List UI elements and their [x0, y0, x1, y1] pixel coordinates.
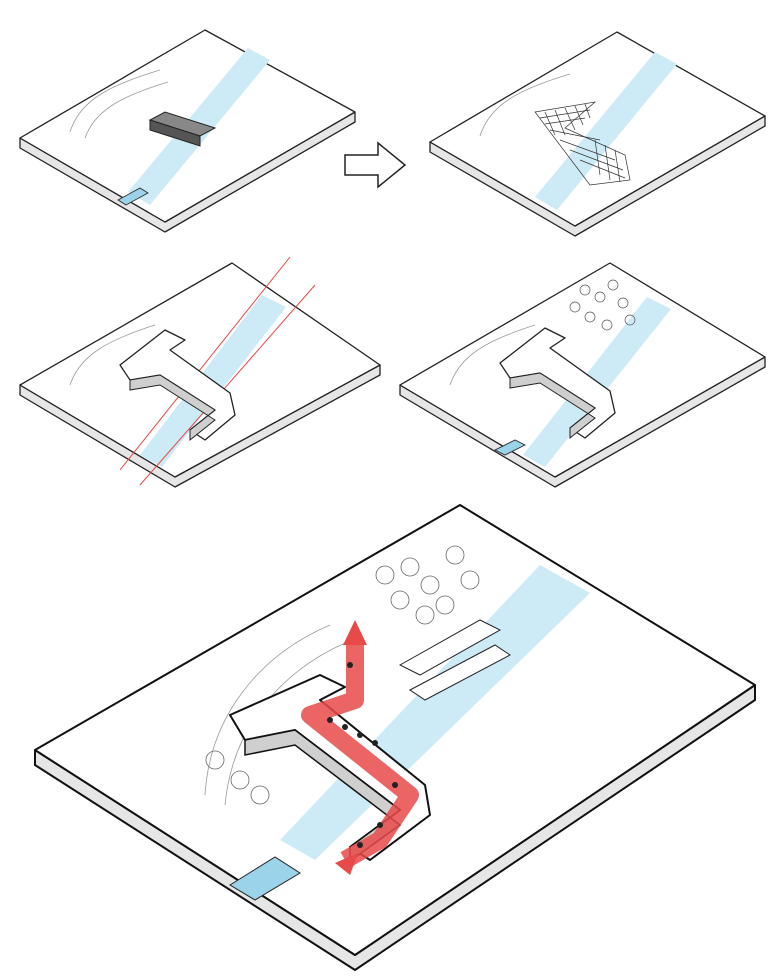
road-curve [204, 624, 331, 796]
step-4-drawing [399, 262, 766, 488]
building-blocks-right [398, 619, 511, 701]
zigzag-volume [229, 674, 431, 863]
road-curve [69, 69, 161, 133]
tree-cluster [205, 545, 480, 805]
axis-line-right [139, 284, 316, 486]
step-1-drawing [19, 29, 356, 233]
river-cut-box [229, 856, 301, 901]
bridge-block-side [149, 119, 201, 147]
lattice-zigzag [534, 101, 631, 186]
step-3-drawing [19, 256, 381, 488]
diagram-step-5-final-circulation [0, 495, 770, 980]
road-curve-inner [84, 81, 169, 139]
diagram-step-2-lattice-form [385, 0, 770, 245]
people-figures [327, 662, 398, 848]
river-cut-box [117, 187, 149, 206]
step-5-drawing [34, 504, 756, 971]
zigzag-volume [499, 327, 616, 440]
road-curve [479, 73, 571, 137]
axis-line-left [119, 256, 291, 471]
road-curve [449, 324, 536, 386]
zigzag-volume [119, 329, 236, 442]
river [535, 52, 677, 210]
river-cut-box [494, 439, 526, 456]
tree-cluster [569, 279, 636, 331]
circulation-path [301, 620, 419, 875]
circulation-arrow-head-top [343, 620, 367, 645]
circulation-arrow-head-bottom [335, 853, 358, 875]
site-base-top [399, 262, 766, 478]
diagram-step-3-solid-volume [0, 245, 385, 500]
step-2-drawing [429, 31, 766, 237]
diagram-step-1-site-bridge [0, 0, 370, 240]
right-arrow-outline-icon [340, 140, 410, 195]
road-curve [69, 324, 156, 386]
diagram-step-4-context [385, 245, 770, 500]
